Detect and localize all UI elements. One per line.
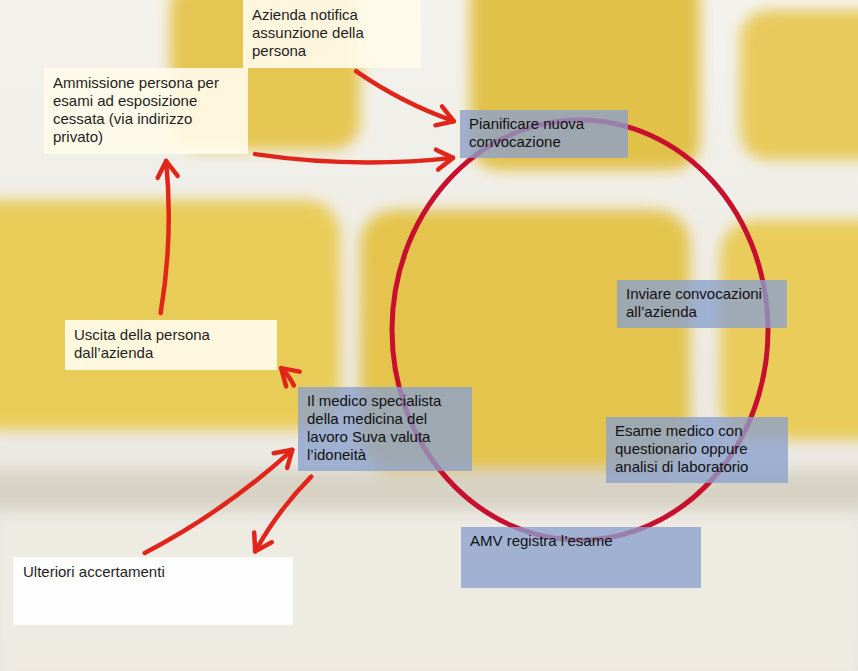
arrow-head <box>435 106 453 125</box>
box-text: Azienda notifica assunzione della person… <box>252 6 412 60</box>
event-box: Uscita della persona dall’azienda <box>65 320 277 370</box>
cycle-step-box: Esame medico con questionario oppure ana… <box>606 417 788 483</box>
red-arrow <box>145 450 293 553</box>
red-arrow <box>281 368 300 386</box>
red-arrow <box>254 477 311 552</box>
event-box: Ammissione persona per esami ad esposizi… <box>44 68 248 154</box>
red-arrow <box>255 150 453 170</box>
box-text: Inviare convocazioni all’azienda <box>626 285 778 321</box>
arrow-head <box>281 368 300 386</box>
arrow-shaft <box>255 154 453 162</box>
cycle-step-box: Pianificare nuova convocazione <box>460 110 628 158</box>
arrow-shaft <box>145 450 293 553</box>
box-text: Ammissione persona per esami ad esposizi… <box>53 74 239 146</box>
cycle-step-box: Il medico specialista della medicina del… <box>298 387 472 471</box>
box-text: Esame medico con questionario oppure ana… <box>615 422 779 476</box>
arrow-shaft <box>161 161 169 313</box>
arrow-head <box>158 161 178 178</box>
cycle-step-box: Inviare convocazioni all’azienda <box>617 280 787 328</box>
cycle-step-box: AMV registra l’esame <box>461 527 701 588</box>
arrow-shaft <box>356 71 454 121</box>
box-text: Il medico specialista della medicina del… <box>307 392 463 464</box>
box-text: Ulteriori accertamenti <box>23 563 283 581</box>
outcome-box: Ulteriori accertamenti <box>13 557 293 625</box>
arrow-head <box>436 150 453 170</box>
event-box: Azienda notifica assunzione della person… <box>243 0 421 68</box>
red-arrow <box>158 161 178 313</box>
box-text: Pianificare nuova convocazione <box>469 115 619 151</box>
red-arrow <box>356 71 454 125</box>
arrow-shaft <box>255 477 311 552</box>
box-text: Uscita della persona dall’azienda <box>74 326 268 362</box>
arrow-head <box>254 533 271 552</box>
box-text: AMV registra l’esame <box>470 532 692 550</box>
arrow-head <box>274 450 293 468</box>
